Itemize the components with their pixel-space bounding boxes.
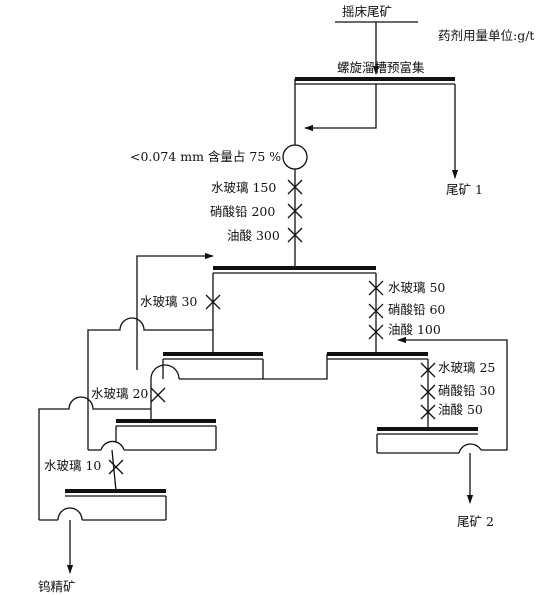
scavenger2-flotation-cell	[376, 427, 482, 454]
scavenger2-reagent-3: 油酸 50	[420, 402, 483, 420]
rougher-reagent-2: 硝酸铅 200	[210, 203, 303, 219]
cleaner1-reagent: 水玻璃 30	[140, 294, 221, 310]
svg-text:油酸 100: 油酸 100	[388, 322, 441, 337]
svg-text:水玻璃 10: 水玻璃 10	[44, 458, 101, 473]
cleaner2-middlings-return	[87, 317, 213, 450]
spiral-chute-label: 螺旋溜槽预富集	[337, 60, 425, 75]
scavenger1-middlings-return	[263, 354, 328, 380]
cleaner2-reagent: 水玻璃 20	[91, 386, 166, 403]
svg-text:硝酸铅 200: 硝酸铅 200	[210, 204, 275, 219]
svg-text:水玻璃 150: 水玻璃 150	[211, 180, 276, 195]
scavenger1-reagent-2: 硝酸铅 60	[368, 302, 445, 319]
dose-unit-label: 药剂用量单位:g/t	[438, 28, 534, 43]
feed-label: 摇床尾矿	[342, 4, 392, 19]
cleaner2-flotation-cell	[88, 419, 217, 451]
scavenger1-reagent-1: 水玻璃 50	[368, 280, 445, 296]
cleaner2-conc-line	[111, 449, 117, 492]
svg-text:水玻璃 50: 水玻璃 50	[388, 280, 445, 295]
rougher-reagent-3: 油酸 300	[227, 227, 303, 243]
cleaner1-flotation-cell	[150, 352, 264, 380]
svg-text:油酸 50: 油酸 50	[438, 402, 483, 417]
svg-text:水玻璃 25: 水玻璃 25	[438, 360, 495, 375]
scavenger2-middlings-return	[397, 336, 508, 451]
svg-text:硝酸铅 30: 硝酸铅 30	[438, 383, 495, 398]
scavenger2-reagent-2: 硝酸铅 30	[420, 383, 495, 400]
cleaner1-middlings-return	[136, 252, 214, 370]
scavenger1-reagent-3: 油酸 100	[368, 322, 441, 340]
scavenger1-flotation-cell	[327, 352, 428, 360]
svg-text:水玻璃 30: 水玻璃 30	[140, 294, 197, 309]
cleaner3-middlings-return	[38, 396, 151, 520]
rougher-flotation-cell	[213, 266, 376, 274]
rougher-reagent-1: 水玻璃 150	[211, 179, 303, 195]
cleaner3-flotation-cell	[39, 489, 167, 521]
scavenger2-reagent-1: 水玻璃 25	[420, 360, 495, 378]
svg-text:水玻璃 20: 水玻璃 20	[91, 386, 148, 401]
tailing-2-label: 尾矿 2	[457, 514, 494, 529]
grinding-circle	[282, 144, 308, 170]
cleaner3-reagent: 水玻璃 10	[44, 458, 124, 475]
tailing-1-label: 尾矿 1	[446, 182, 483, 197]
svg-text:油酸 300: 油酸 300	[227, 228, 280, 243]
svg-text:硝酸铅 60: 硝酸铅 60	[388, 302, 445, 317]
concentrate-label: 钨精矿	[38, 579, 76, 594]
spiral-concentrate-line	[304, 84, 377, 132]
grind-label: <0.074 mm 含量占 75 %	[130, 149, 281, 164]
